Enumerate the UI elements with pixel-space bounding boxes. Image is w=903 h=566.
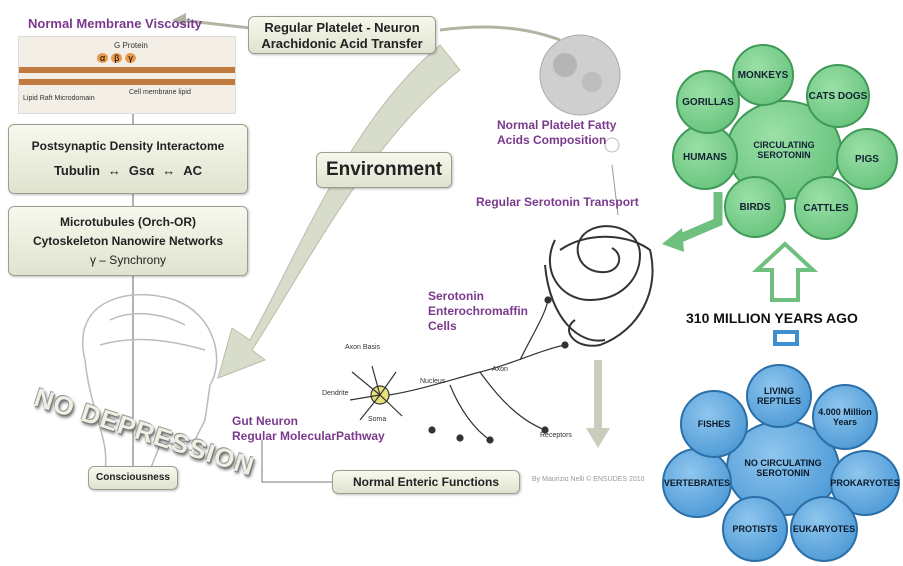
lipid-raft-label: Lipid Raft Microdomain (23, 95, 95, 102)
platelet-to-transfer-arrow (439, 25, 561, 42)
g-protein-subunits: α β γ (97, 53, 136, 63)
enterochromaffin-line-1: Serotonin (428, 289, 484, 303)
enterochromaffin-label: Serotonin Enterochromaffin Cells (428, 289, 528, 334)
gut-down-arrowhead (586, 428, 610, 448)
microtubules-line-1: Microtubules (Orch-OR) (59, 215, 196, 229)
consciousness-box: Consciousness (88, 466, 178, 490)
platelet-neuron-transfer-box: Regular Platelet - Neuron Arachidonic Ac… (248, 16, 436, 54)
gamma-subunit: γ (125, 53, 136, 63)
environment-arrow (217, 44, 461, 379)
axon-label: Axon (492, 366, 508, 373)
receptors-label: Receptors (540, 432, 572, 439)
platelet-composition-label: Normal Platelet Fatty Acids Composition (497, 118, 616, 148)
green-node: CATS DOGS (806, 64, 870, 128)
blue-node: 4.000 Million Years (812, 384, 878, 450)
green-node: PIGS (836, 128, 898, 190)
gut-neuron-line-1: Gut Neuron (232, 414, 298, 428)
platelet-line-2: Acids Composition (497, 133, 607, 147)
platelet-micrograph (539, 34, 621, 116)
green-node: CATTLES (794, 176, 858, 240)
psd-arrow: ↔ (107, 163, 121, 178)
ac-label: AC (183, 163, 203, 178)
platelet-cell (582, 72, 602, 92)
green-node: HUMANS (672, 124, 738, 190)
blue-node: LIVING REPTILES (746, 364, 812, 428)
platelet-cell (553, 53, 577, 77)
head-illustration (82, 293, 218, 471)
enteric-functions-box: Normal Enteric Functions (332, 470, 520, 494)
credit-text: By Maurizio Nelli © ENSUDES 2010 (532, 476, 645, 483)
evolution-up-arrow (751, 241, 819, 302)
cluster-to-gut-arrowhead (662, 228, 684, 252)
gsa-label: Gsα (128, 163, 155, 178)
nucleus-label: Nucleus (420, 378, 446, 385)
green-node: GORILLAS (676, 70, 740, 134)
environment-box: Environment (316, 152, 452, 188)
alpha-subunit: α (97, 53, 109, 63)
membrane-viscosity-title: Normal Membrane Viscosity (28, 16, 202, 31)
intestine-illustration (544, 225, 654, 347)
cluster-to-gut-arrow (674, 192, 723, 245)
platelet-small-icon (604, 137, 620, 153)
psd-arrow: ↔ (162, 163, 176, 178)
blue-node: VERTEBRATES (662, 448, 732, 518)
microtubules-line-3: γ – Synchrony (89, 253, 167, 267)
tubulin-label: Tubulin (53, 163, 100, 178)
microtubules-line-2: Cytoskeleton Nanowire Networks (32, 234, 224, 248)
membrane-diagram: G Protein α β γ Lipid Raft Microdomain C… (18, 36, 236, 114)
blue-node: FISHES (680, 390, 748, 458)
membrane-band (19, 67, 235, 73)
transfer-arrowhead-left (172, 13, 186, 27)
evolution-marker (773, 330, 799, 346)
membrane-band (19, 79, 235, 85)
enterochromaffin-line-2: Enterochromaffin (428, 304, 529, 318)
membrane-lipid-label: Cell membrane lipid (129, 89, 191, 96)
axon-basis-label: Axon Basis (345, 344, 381, 351)
psd-pathway: Tubulin ↔ Gsα ↔ AC (9, 163, 247, 178)
dendrite-label: Dendrite (322, 390, 349, 397)
gut-neuron-label: Gut Neuron Regular MolecularPathway (232, 414, 385, 444)
transfer-line-2: Arachidonic Acid Transfer (261, 36, 423, 51)
blue-node: PROTISTS (722, 496, 788, 562)
beta-subunit: β (111, 53, 123, 63)
platelet-transport-line (611, 164, 619, 216)
g-protein-label: G Protein (114, 41, 148, 50)
transfer-line-1: Regular Platelet - Neuron (264, 20, 420, 35)
microtubules-box: Microtubules (Orch-OR) Cytoskeleton Nano… (8, 206, 248, 276)
platelet-line-1: Normal Platelet Fatty (497, 118, 617, 132)
soma-label: Soma (368, 416, 387, 423)
neuron-illustration (349, 296, 569, 444)
transfer-arrow-left (179, 18, 251, 30)
gut-enteric-line (261, 440, 335, 483)
green-node: BIRDS (724, 176, 786, 238)
gut-neuron-line-2: Regular MolecularPathway (232, 429, 385, 443)
enterochromaffin-line-3: Cells (428, 319, 457, 333)
psd-interactome-box: Postsynaptic Density Interactome Tubulin… (8, 124, 248, 194)
psd-title: Postsynaptic Density Interactome (31, 139, 225, 153)
years-ago-label: 310 MILLION YEARS AGO (686, 310, 858, 326)
serotonin-transport-label: Regular Serotonin Transport (476, 195, 639, 209)
green-node: MONKEYS (732, 44, 794, 106)
blue-node: EUKARYOTES (790, 496, 858, 562)
